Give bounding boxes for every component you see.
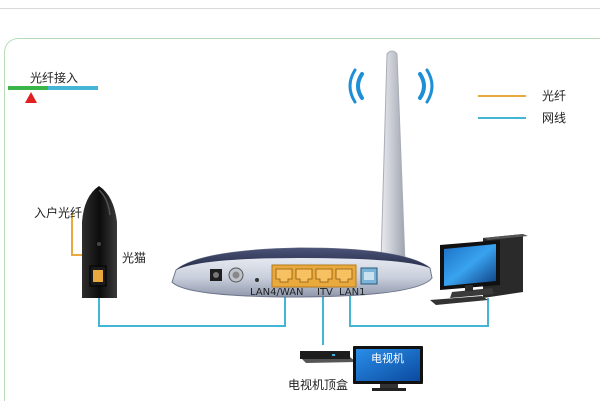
legend-lines [478, 95, 526, 119]
port-itv-label: ITV [317, 287, 333, 298]
lan1-port [335, 268, 353, 283]
tv-screen-label: 电视机 [371, 352, 404, 365]
legend-ethernet-label: 网线 [542, 111, 567, 125]
port-lan1-label: LAN1 [339, 287, 366, 298]
port-wan-label: LAN4/WAN [250, 287, 304, 298]
itv-port [315, 268, 333, 283]
home-fiber-label: 入户光纤 [34, 206, 83, 220]
router-antenna [380, 50, 406, 263]
modem-to-wan-cable [98, 292, 286, 327]
fiber-port [93, 270, 103, 282]
desktop-computer [430, 234, 528, 305]
television [353, 346, 423, 391]
keyboard [430, 296, 488, 305]
wifi-signal-icon [348, 68, 434, 104]
lan1-to-pc-cable [349, 292, 489, 327]
legend-fiber-label: 光纤 [542, 89, 567, 103]
wan-port [275, 268, 293, 283]
warning-triangle-icon [25, 92, 37, 103]
router [171, 247, 433, 298]
settop-box-label: 电视机顶盒 [288, 378, 349, 392]
fiber-in-indicator [8, 86, 98, 103]
optical-modem-label: 光猫 [122, 251, 147, 265]
settop-box [300, 351, 356, 363]
ethernet-ports-block [271, 264, 357, 288]
top-strip [0, 0, 600, 9]
monitor-screen [444, 244, 496, 286]
tv-screen [356, 349, 420, 381]
optical-modem [82, 186, 117, 298]
fiber-in-label: 光纤接入 [30, 71, 79, 85]
blue-bar [48, 86, 98, 90]
lan-port-3 [295, 268, 313, 283]
green-bar [8, 86, 48, 90]
